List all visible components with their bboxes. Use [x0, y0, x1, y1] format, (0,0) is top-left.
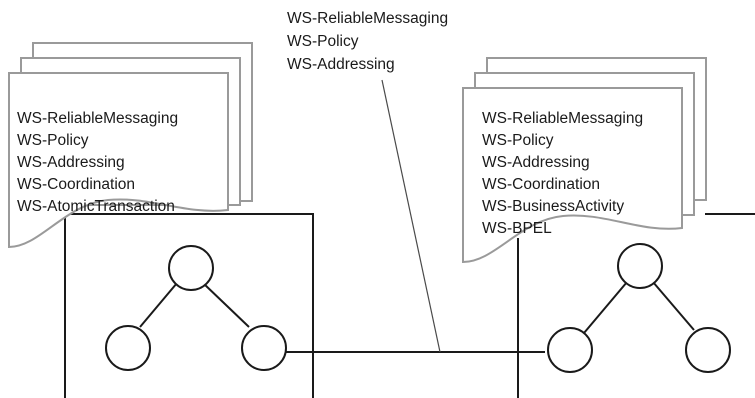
left-service-box: [64, 213, 314, 398]
connection-label-leader: [381, 79, 441, 353]
left-spec-4: WS-Coordination: [17, 176, 135, 193]
right-spec-2: WS-Policy: [482, 132, 554, 149]
right-tree-edge-left: [583, 281, 628, 334]
left-policy-doc-front: [8, 72, 229, 249]
left-spec-1: WS-ReliableMessaging: [17, 110, 178, 127]
left-service: WS-ReliableMessaging WS-Policy WS-Addres…: [8, 42, 314, 398]
right-tree-root-node: [617, 243, 663, 289]
connection-spec-3: WS-Addressing: [287, 56, 395, 73]
right-spec-3: WS-Addressing: [482, 154, 590, 171]
left-spec-5: WS-AtomicTransaction: [17, 198, 175, 215]
left-spec-3: WS-Addressing: [17, 154, 125, 171]
connection-spec-1: WS-ReliableMessaging: [287, 10, 448, 27]
left-tree-root-node: [168, 245, 214, 291]
right-tree-left-node: [547, 327, 593, 373]
left-tree-left-node: [105, 325, 151, 371]
right-spec-5: WS-BusinessActivity: [482, 198, 624, 215]
right-spec-4: WS-Coordination: [482, 176, 600, 193]
right-spec-1: WS-ReliableMessaging: [482, 110, 643, 127]
left-tree-edge-left: [139, 282, 178, 328]
left-spec-2: WS-Policy: [17, 132, 89, 149]
left-tree-edge-right: [202, 282, 250, 328]
right-tree-right-node: [685, 327, 731, 373]
right-service: WS-ReliableMessaging WS-Policy WS-Addres…: [462, 57, 755, 398]
connection-spec-2: WS-Policy: [287, 33, 359, 50]
right-spec-6: WS-BPEL: [482, 220, 552, 237]
right-tree-edge-right: [652, 281, 695, 331]
right-policy-doc-front: [462, 87, 683, 264]
left-tree-right-node: [241, 325, 287, 371]
